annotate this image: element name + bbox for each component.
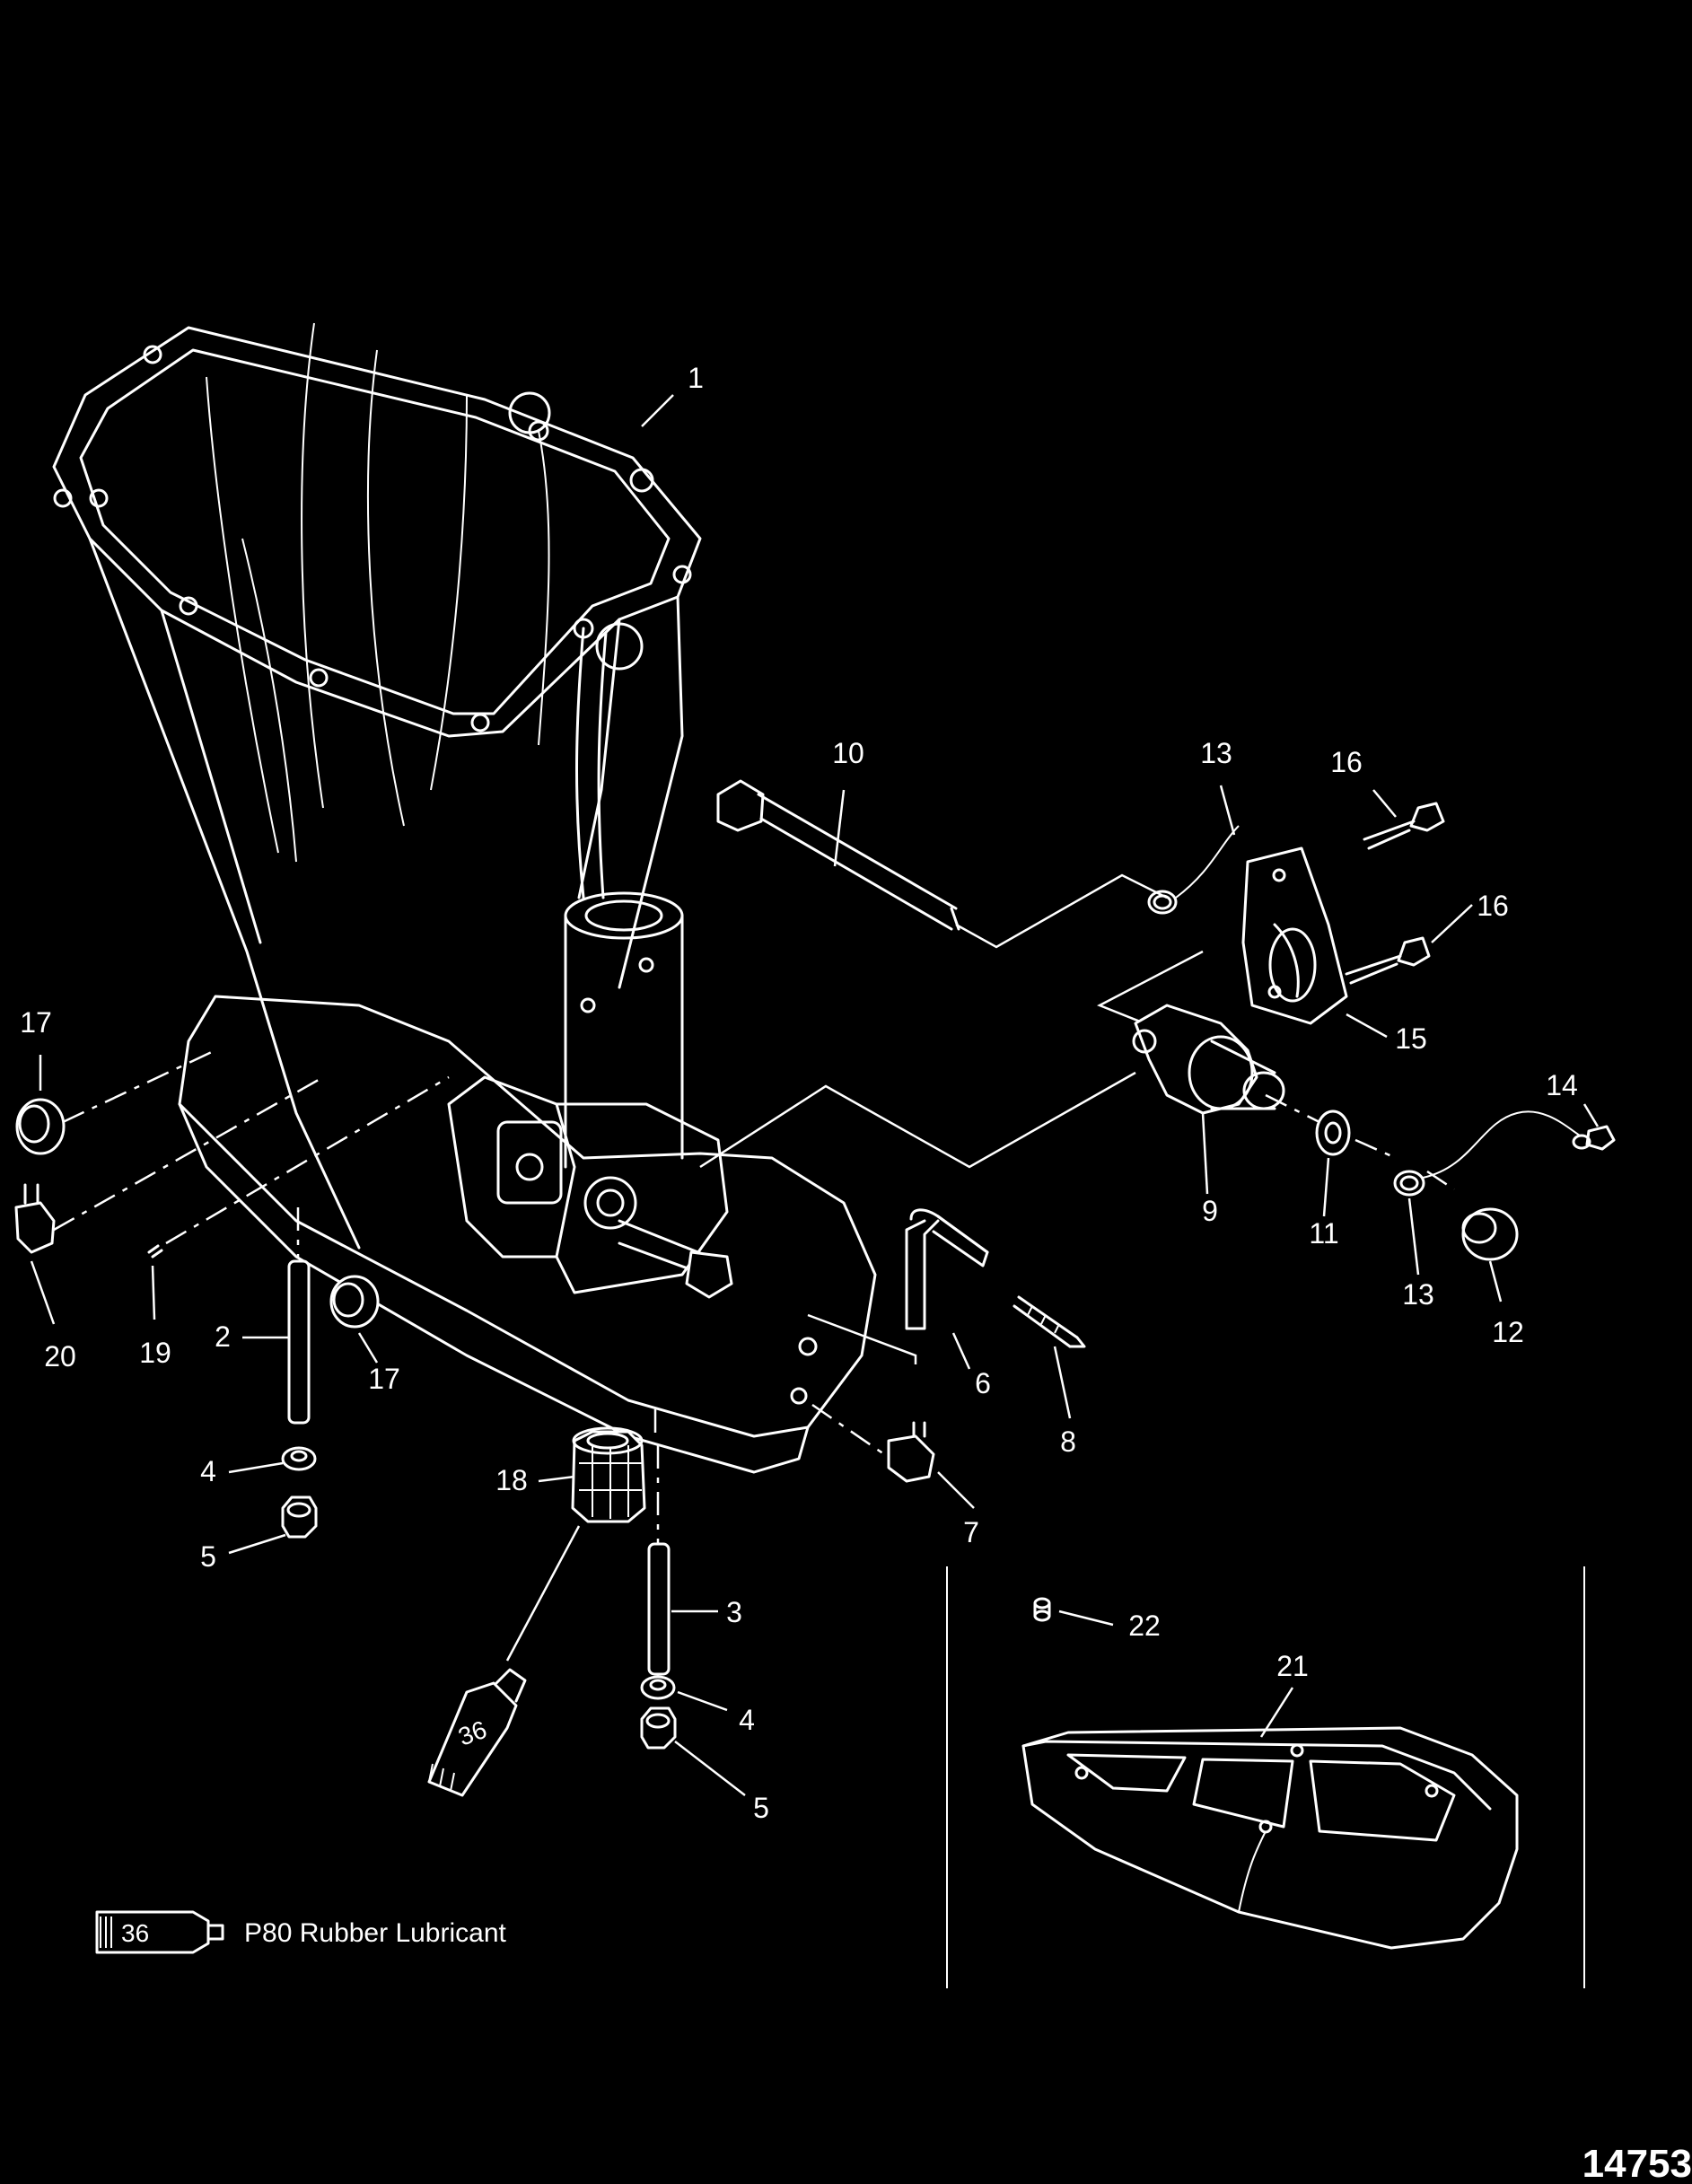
callout-10: 10: [832, 737, 864, 769]
callout-16-lower: 16: [1477, 890, 1509, 922]
callout-13-top: 13: [1200, 737, 1232, 769]
callout-2: 2: [215, 1320, 231, 1353]
legend-tube-icon: [95, 1910, 224, 1954]
legend: 36 P80 Rubber Lubricant: [95, 1910, 507, 1954]
callout-15: 15: [1395, 1022, 1427, 1055]
driveshaft-housing: [52, 322, 877, 1474]
long-bolt: [716, 779, 1168, 949]
nut-5-left: [281, 1495, 318, 1539]
callout-20: 20: [44, 1340, 76, 1373]
callout-3: 3: [726, 1596, 742, 1628]
o-ring-lanyard: [1393, 1110, 1616, 1197]
callout-5-left: 5: [200, 1540, 216, 1573]
callout-13-bottom: 13: [1402, 1278, 1434, 1311]
figure-number: 14753: [1582, 2142, 1692, 2184]
washer-11: [1315, 1110, 1351, 1156]
callout-8: 8: [1060, 1425, 1076, 1458]
callout-18: 18: [495, 1464, 528, 1496]
callout-5-right: 5: [753, 1792, 769, 1824]
washer-4-left: [281, 1446, 317, 1471]
callout-12: 12: [1492, 1316, 1524, 1348]
alignment-line: [62, 1048, 216, 1124]
callout-11: 11: [1309, 1217, 1338, 1250]
anode: [1132, 1004, 1285, 1115]
lubricant-tube: 36: [427, 1668, 527, 1797]
cap-12: [1461, 1207, 1519, 1261]
bracket-assembly: [1097, 802, 1445, 1025]
alignment-line: [1354, 1138, 1397, 1160]
plug-17-upper: [15, 1098, 66, 1155]
leader-lines: [30, 394, 1600, 1796]
alignment-line: [1265, 1093, 1320, 1124]
stud-2: [287, 1207, 311, 1425]
fitting-7: [811, 1403, 935, 1483]
callout-19: 19: [139, 1337, 171, 1369]
alignment-line: [1426, 1170, 1455, 1191]
callout-14: 14: [1546, 1069, 1578, 1101]
nut-5-right: [640, 1706, 677, 1750]
callout-7: 7: [963, 1516, 979, 1548]
callout-1: 1: [688, 362, 704, 394]
legend-number: 36: [121, 1919, 149, 1947]
callout-4-right: 4: [739, 1704, 755, 1736]
callout-17-upper: 17: [20, 1006, 52, 1039]
legend-text: P80 Rubber Lubricant: [244, 1918, 507, 1948]
elbow-fitting-20: [14, 1075, 324, 1254]
callout-17-lower: 17: [368, 1363, 400, 1395]
alignment-line: [699, 1071, 1136, 1169]
coupler-18: [571, 1409, 657, 1523]
cap-22: [1033, 1597, 1051, 1622]
washer-4-right: [640, 1675, 676, 1700]
callout-22: 22: [1128, 1609, 1161, 1642]
housing-variant-21: [1021, 1726, 1519, 1950]
callout-4-left: 4: [200, 1455, 216, 1487]
stud-3: [647, 1445, 671, 1676]
callout-9: 9: [1202, 1195, 1218, 1227]
tube-6: [905, 1208, 989, 1330]
alignment-line: [807, 1313, 917, 1364]
callout-21: 21: [1276, 1650, 1309, 1682]
plug-17-lower: [329, 1275, 380, 1329]
screw-8: [1013, 1295, 1086, 1348]
callout-6: 6: [975, 1367, 991, 1399]
pin-19: [147, 1075, 450, 1259]
callouts: 1 2 3 4 4 5 5 6 7 8 9 10 11 12 13 13 14 …: [20, 362, 1578, 1824]
callout-16-top: 16: [1330, 746, 1363, 778]
